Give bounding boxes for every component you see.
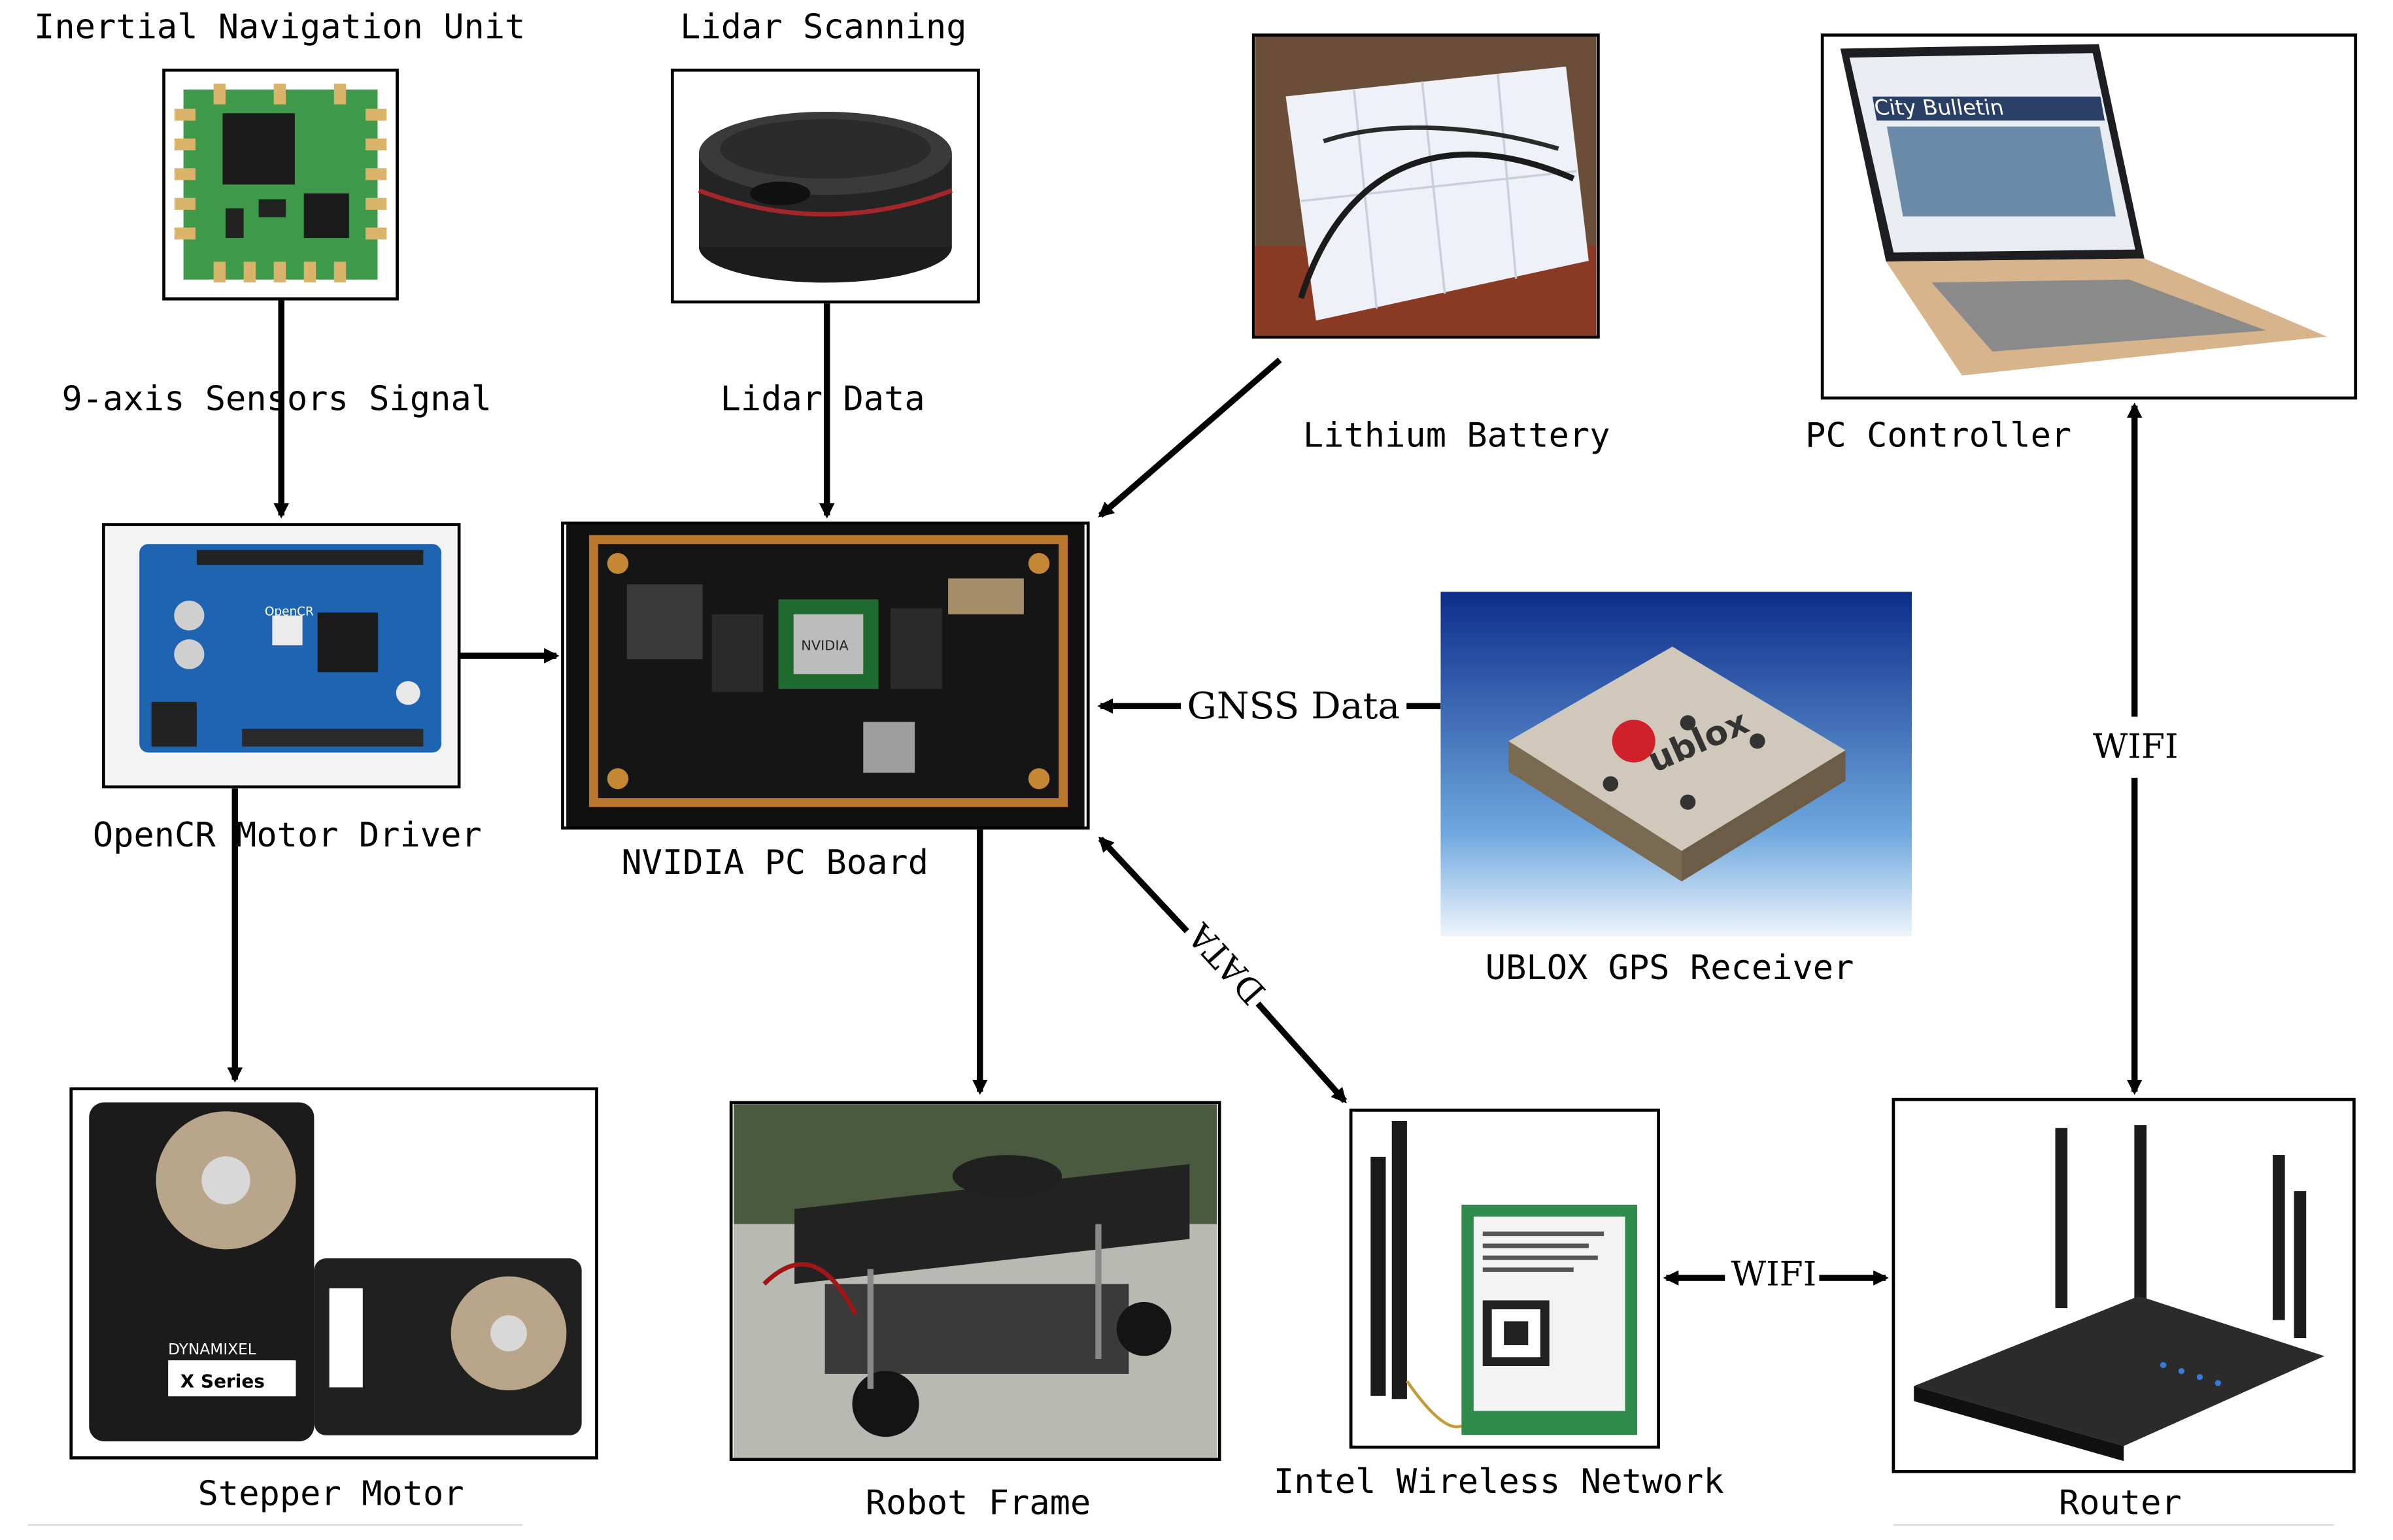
pc-controller-image: City Bulletin [1820,33,2358,400]
wifi-vertical-label: WIFI [2092,729,2179,769]
battery-image [1251,33,1600,339]
lidar-image [670,68,980,304]
lidar-label: Lidar Scanning [680,8,967,48]
ublox-label: UBLOX GPS Receiver [1485,950,1854,988]
stepper-label: Stepper Motor [197,1476,464,1515]
nvidia-label: NVIDIA PC Board [621,845,929,883]
arrow-battery-to-nvidia [1098,358,1282,518]
nvidia-image: NVIDIA [561,521,1090,830]
gnss-data-label: GNSS Data [1181,688,1406,725]
motor-series-text: X Series [180,1371,265,1392]
opencr-board-text: OpenCR [265,605,314,619]
nvidia-chip-text: NVIDIA [801,638,848,654]
ublox-image: ublox [1440,592,1912,937]
robot-label: Robot Frame [865,1485,1091,1524]
pc-controller-label: PC Controller [1805,418,2072,456]
laptop-brand-text: City Bulletin [1872,95,2005,120]
router-image [1892,1097,2356,1473]
intel-wireless-image [1349,1109,1660,1449]
opencr-image: OpenCR [102,523,461,789]
motor-brand-text: DYNAMIXEL [168,1341,256,1358]
robot-frame-image [729,1101,1221,1462]
wifi-horizontal-label: WIFI [1727,1259,1820,1294]
opencr-label: OpenCR Motor Driver [92,817,482,856]
router-label: Router [2058,1485,2182,1524]
lidar-data-label: Lidar Data [720,381,925,420]
battery-label: Lithium Battery [1302,418,1610,456]
intel-label: Intel Wireless Network [1273,1464,1724,1503]
nine-axis-label: 9-axis Sensors Signal [61,381,492,420]
arrow-nvidia-intel-data-2 [1253,998,1348,1103]
inu-image [162,68,399,301]
stepper-motor-image: X Series DYNAMIXEL [69,1087,598,1460]
inu-label: Inertial Navigation Unit [34,8,526,48]
